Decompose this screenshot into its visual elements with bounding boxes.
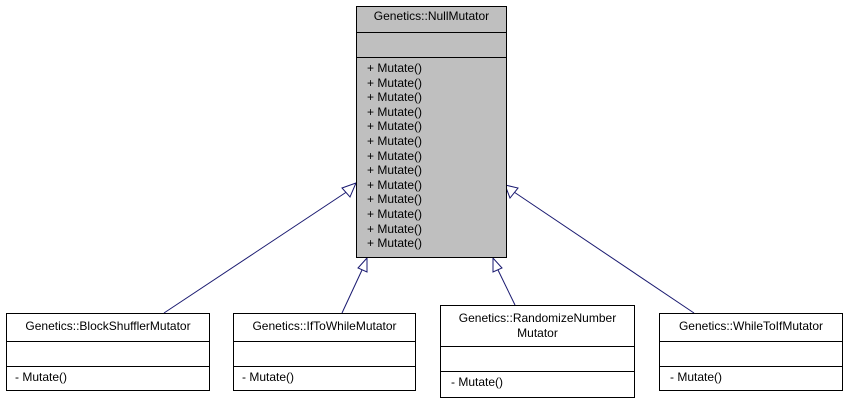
- method-item: - Mutate(): [670, 370, 723, 384]
- edge-if-to-while-arrowhead: [357, 256, 368, 273]
- class-while-to-if-mutator-name: Genetics::WhileToIfMutator: [678, 319, 824, 333]
- class-null-mutator-name: Genetics::NullMutator: [373, 9, 490, 23]
- method-item: + Mutate(): [367, 90, 423, 105]
- method-item: + Mutate(): [367, 104, 423, 119]
- edge-block-shuffler-arrowhead: [341, 182, 357, 198]
- class-while-to-if-mutator-attributes: [660, 341, 842, 366]
- method-item: - Mutate(): [451, 375, 504, 389]
- method-item: + Mutate(): [367, 192, 423, 207]
- class-block-shuffler-mutator: Genetics::BlockShufflerMutator - Mutate(…: [6, 313, 210, 391]
- method-item: + Mutate(): [367, 163, 423, 178]
- class-if-to-while-mutator-name: Genetics::IfToWhileMutator: [252, 319, 397, 333]
- edge-randomize-number-arrowhead: [492, 256, 503, 273]
- class-randomize-number-mutator-name: Genetics::RandomizeNumber Mutator: [458, 311, 617, 340]
- method-item: + Mutate(): [367, 119, 423, 134]
- edge-if-to-while-to-null-mutator: [341, 269, 363, 314]
- edge-randomize-number-to-null-mutator: [497, 269, 516, 306]
- method-item: + Mutate(): [367, 148, 423, 163]
- class-null-mutator-attributes: [357, 32, 506, 57]
- class-block-shuffler-mutator-methods: - Mutate(): [7, 366, 209, 385]
- class-while-to-if-mutator-methods: - Mutate(): [660, 366, 842, 385]
- method-item: + Mutate(): [367, 221, 423, 236]
- edge-while-to-if-to-null-mutator: [513, 191, 695, 314]
- class-block-shuffler-mutator-name-section: Genetics::BlockShufflerMutator: [7, 314, 209, 341]
- class-randomize-number-mutator-attributes: [441, 346, 634, 371]
- class-while-to-if-mutator-name-section: Genetics::WhileToIfMutator: [660, 314, 842, 341]
- method-item: + Mutate(): [367, 236, 423, 251]
- method-item: + Mutate(): [367, 75, 423, 90]
- class-randomize-number-mutator-methods: - Mutate(): [441, 371, 634, 390]
- class-if-to-while-mutator-attributes: [234, 341, 415, 366]
- method-item: - Mutate(): [15, 370, 68, 384]
- class-randomize-number-mutator: Genetics::RandomizeNumber Mutator - Muta…: [440, 305, 635, 398]
- method-item: + Mutate(): [367, 206, 423, 221]
- class-if-to-while-mutator-methods: - Mutate(): [234, 366, 415, 385]
- edge-block-shuffler-to-null-mutator: [163, 190, 349, 314]
- method-item: - Mutate(): [242, 370, 295, 384]
- class-null-mutator-name-section: Genetics::NullMutator: [357, 7, 506, 32]
- class-block-shuffler-mutator-name: Genetics::BlockShufflerMutator: [25, 319, 191, 333]
- class-if-to-while-mutator: Genetics::IfToWhileMutator - Mutate(): [233, 313, 416, 391]
- method-item: + Mutate(): [367, 133, 423, 148]
- method-item: + Mutate(): [367, 177, 423, 192]
- class-randomize-number-mutator-name-section: Genetics::RandomizeNumber Mutator: [441, 306, 634, 346]
- class-null-mutator: Genetics::NullMutator + Mutate() + Mutat…: [356, 6, 507, 258]
- edge-while-to-if-arrowhead: [504, 184, 519, 199]
- method-item: + Mutate(): [367, 61, 423, 75]
- class-null-mutator-methods: + Mutate() + Mutate() + Mutate() + Mutat…: [357, 57, 506, 251]
- class-block-shuffler-mutator-attributes: [7, 341, 209, 366]
- class-while-to-if-mutator: Genetics::WhileToIfMutator - Mutate(): [659, 313, 843, 391]
- class-if-to-while-mutator-name-section: Genetics::IfToWhileMutator: [234, 314, 415, 341]
